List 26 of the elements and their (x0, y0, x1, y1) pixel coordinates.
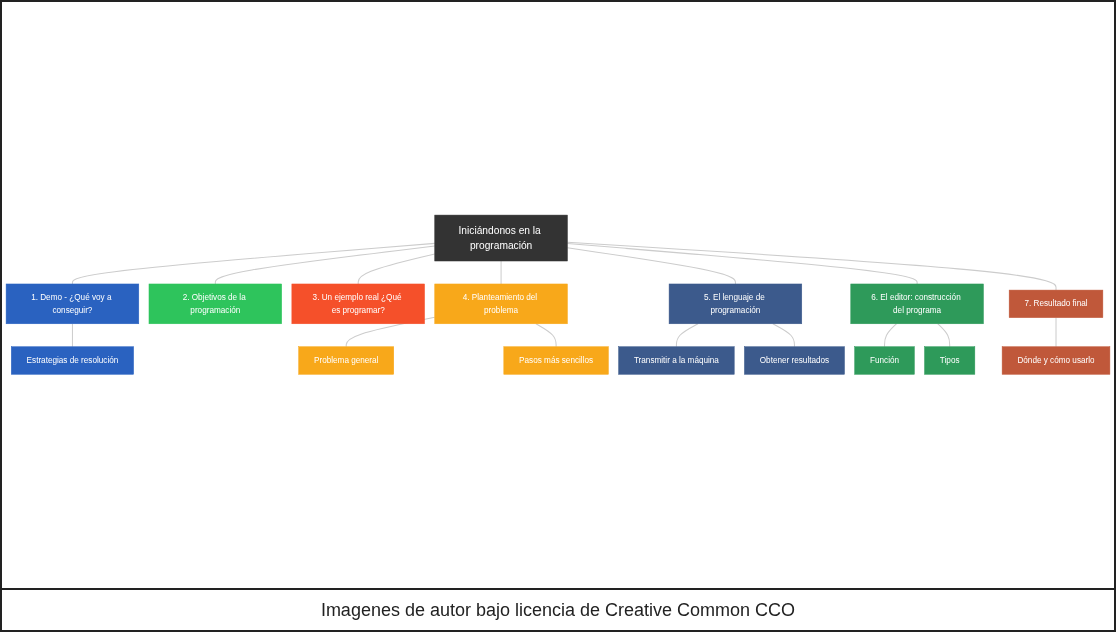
node-box: Pasos más sencillos (503, 346, 609, 375)
node-box: Tipos (924, 346, 976, 375)
connector (937, 323, 951, 348)
node-box: 1. Demo - ¿Qué voy a conseguir? (5, 284, 140, 325)
node-box: 4. Planteamiento del problema (434, 284, 568, 325)
node-box: Dónde y cómo usarlo (1001, 346, 1111, 375)
node-box: Iniciándonos en la programación (434, 215, 568, 262)
node-box: 2. Objetivos de la programación (148, 284, 282, 325)
connector (566, 241, 1057, 291)
connector (566, 243, 918, 285)
caption: Imagenes de autor bajo licencia de Creative Common CCO (320, 599, 796, 621)
node-box: Problema general (298, 346, 394, 375)
connector (357, 253, 436, 285)
node-box: 7. Resultado final (1008, 290, 1104, 319)
node-box: 6. El editor: construcción del programa (850, 284, 984, 325)
connector (884, 323, 897, 348)
node-box: Transmitir a la máquina (618, 346, 735, 375)
node-box: Obtener resultados (744, 346, 845, 375)
connector (71, 243, 436, 285)
node-box: Función (854, 346, 915, 375)
connector (566, 247, 736, 285)
connector (214, 245, 436, 285)
node-box: Estrategias de resolución (11, 346, 134, 375)
node-box: 5. El lenguaje de programación (668, 284, 803, 325)
node-box: 3. Un ejemplo real ¿Qué es programar? (291, 284, 425, 325)
connector (71, 323, 73, 348)
